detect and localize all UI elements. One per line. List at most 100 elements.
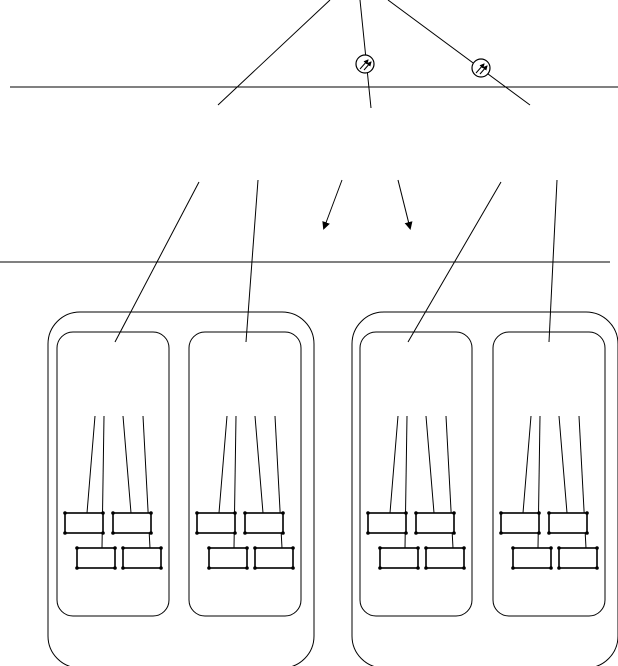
corner-dot (113, 546, 117, 550)
corner-dot (462, 566, 466, 570)
corner-dot (462, 546, 466, 550)
corner-dot (499, 511, 503, 515)
corner-dot (366, 531, 370, 535)
corner-dot (233, 511, 237, 515)
inner-cell-3 (359, 331, 473, 617)
corner-dot (511, 546, 515, 550)
corner-dot (245, 566, 249, 570)
component-box (379, 547, 419, 569)
corner-dot (281, 511, 285, 515)
corner-dot (452, 511, 456, 515)
light-emitter-icon (471, 58, 491, 78)
inner-cell-2 (188, 331, 302, 617)
corner-dot (149, 511, 153, 515)
corner-dot (63, 531, 67, 535)
corner-dot (243, 511, 247, 515)
component-box (76, 547, 116, 569)
corner-dot (499, 531, 503, 535)
corner-dot (281, 531, 285, 535)
connector-wire (389, 415, 399, 514)
corner-dot (159, 566, 163, 570)
component-box (254, 547, 294, 569)
corner-dot (121, 566, 125, 570)
corner-dot (113, 566, 117, 570)
connector-wire (558, 415, 568, 514)
corner-dot (547, 511, 551, 515)
connector-wire (86, 415, 96, 514)
corner-dot (75, 546, 79, 550)
corner-dot (243, 531, 247, 535)
beam-to-cell-2 (245, 179, 259, 343)
corner-dot (63, 511, 67, 515)
component-box (122, 547, 162, 569)
corner-dot (233, 531, 237, 535)
corner-dot (291, 566, 295, 570)
component-box (548, 512, 588, 534)
component-box (425, 547, 465, 569)
corner-dot (195, 531, 199, 535)
down-arrow-icon (397, 179, 413, 230)
connector-wire (218, 415, 228, 514)
corner-dot (511, 566, 515, 570)
corner-dot (111, 531, 115, 535)
corner-dot (253, 566, 257, 570)
corner-dot (404, 511, 408, 515)
corner-dot (595, 566, 599, 570)
corner-dot (378, 546, 382, 550)
corner-dot (537, 531, 541, 535)
component-box (367, 512, 407, 534)
component-box (196, 512, 236, 534)
corner-dot (378, 566, 382, 570)
corner-dot (557, 566, 561, 570)
component-box (244, 512, 284, 534)
corner-dot (149, 531, 153, 535)
outer-module-right (351, 311, 618, 666)
connector-wire (254, 415, 264, 514)
corner-dot (585, 531, 589, 535)
light-emitter-icon (355, 54, 375, 74)
corner-dot (557, 546, 561, 550)
component-box (512, 547, 552, 569)
corner-dot (585, 511, 589, 515)
corner-dot (595, 546, 599, 550)
corner-dot (111, 511, 115, 515)
corner-dot (101, 511, 105, 515)
corner-dot (414, 511, 418, 515)
corner-dot (253, 546, 257, 550)
corner-dot (245, 546, 249, 550)
outer-module-left (47, 311, 315, 666)
component-box (112, 512, 152, 534)
corner-dot (416, 566, 420, 570)
corner-dot (537, 511, 541, 515)
component-box (500, 512, 540, 534)
corner-dot (424, 566, 428, 570)
corner-dot (75, 566, 79, 570)
component-box (64, 512, 104, 534)
beam-to-cell-3 (407, 181, 502, 343)
corner-dot (416, 546, 420, 550)
corner-dot (207, 566, 211, 570)
corner-dot (547, 531, 551, 535)
corner-dot (452, 531, 456, 535)
corner-dot (549, 546, 553, 550)
corner-dot (291, 546, 295, 550)
top-ray-center (359, 0, 372, 109)
corner-dot (101, 531, 105, 535)
connector-wire (425, 415, 435, 514)
corner-dot (159, 546, 163, 550)
inner-cell-4 (492, 331, 606, 617)
down-arrow-icon (322, 179, 343, 230)
corner-dot (366, 511, 370, 515)
component-box (208, 547, 248, 569)
top-ray-left (217, 0, 331, 106)
inner-cell-1 (56, 331, 170, 617)
corner-dot (404, 531, 408, 535)
top-ray-right (387, 0, 531, 106)
beam-to-cell-4 (548, 179, 558, 343)
connector-wire (122, 415, 132, 514)
component-box (558, 547, 598, 569)
corner-dot (549, 566, 553, 570)
corner-dot (195, 511, 199, 515)
component-box (415, 512, 455, 534)
